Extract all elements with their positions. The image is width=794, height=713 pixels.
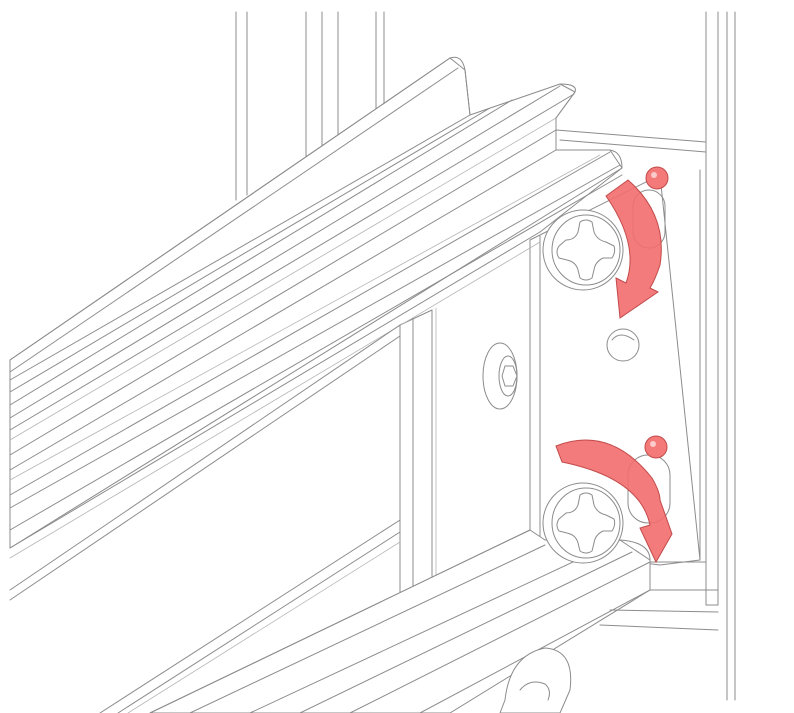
phillips-screw-bottom [542,482,624,564]
hex-bolt [482,342,518,410]
vertical-frame-posts [235,11,736,701]
top-cross-rail [555,129,707,153]
red-dot-marker-icon [645,166,669,190]
phillips-screw-top [542,209,624,291]
empty-screw-hole [606,328,640,362]
upper-diagonal-beam [9,56,623,601]
red-dot-marker-icon [644,435,668,459]
rotate-clockwise-arrow-icon [605,179,662,319]
bottom-screw-partial [499,647,572,713]
rotate-clockwise-arrow-icon [555,439,673,564]
lower-diagonal-beam [99,519,719,713]
